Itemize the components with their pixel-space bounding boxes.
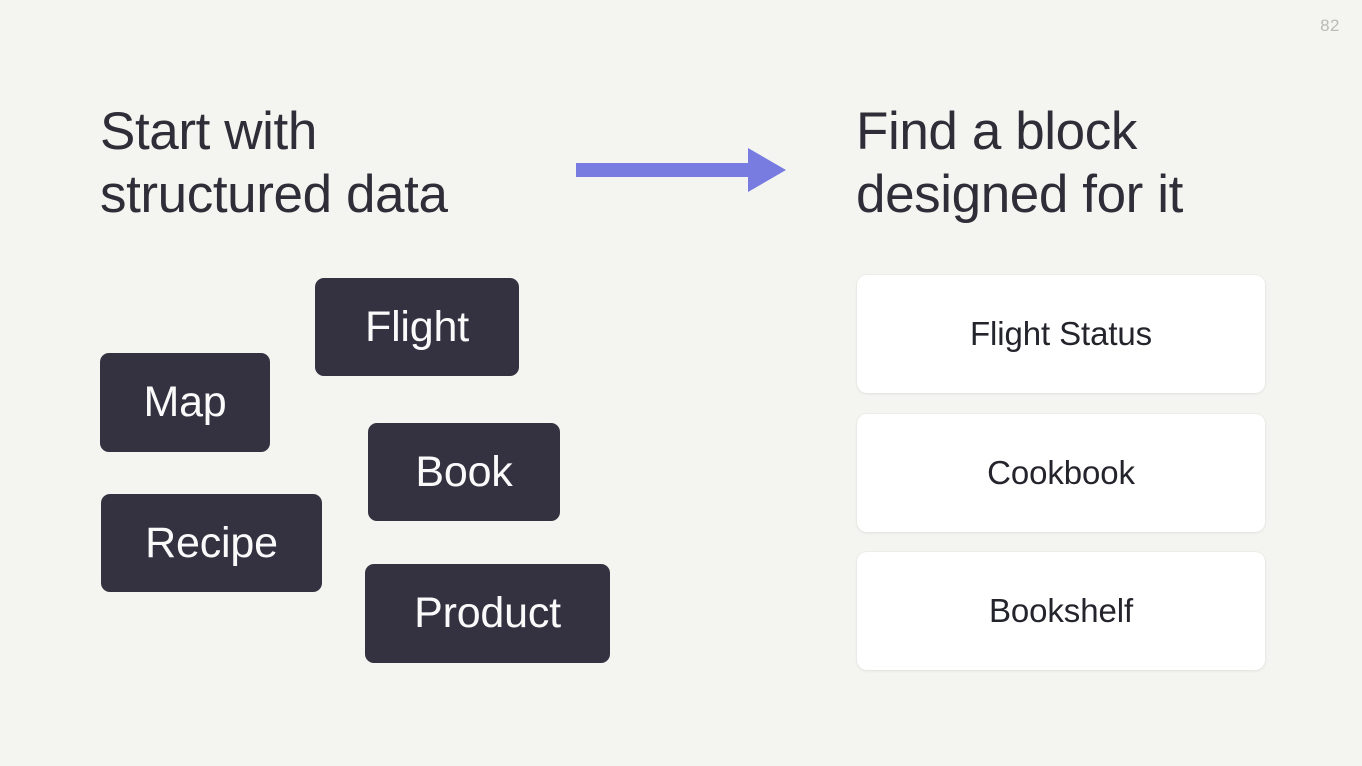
block-card-cookbook[interactable]: Cookbook xyxy=(857,414,1265,532)
data-type-chip-recipe[interactable]: Recipe xyxy=(101,494,322,592)
data-type-chip-flight[interactable]: Flight xyxy=(315,278,519,376)
data-type-chip-book[interactable]: Book xyxy=(368,423,560,521)
page-number: 82 xyxy=(1320,16,1340,35)
block-card-flight-status[interactable]: Flight Status xyxy=(857,275,1265,393)
block-card-bookshelf[interactable]: Bookshelf xyxy=(857,552,1265,670)
right-arrow-icon xyxy=(576,146,788,194)
right-heading: Find a block designed for it xyxy=(856,102,1183,224)
data-type-chip-map[interactable]: Map xyxy=(100,353,270,452)
left-heading: Start with structured data xyxy=(100,102,448,224)
data-type-chip-product[interactable]: Product xyxy=(365,564,610,663)
